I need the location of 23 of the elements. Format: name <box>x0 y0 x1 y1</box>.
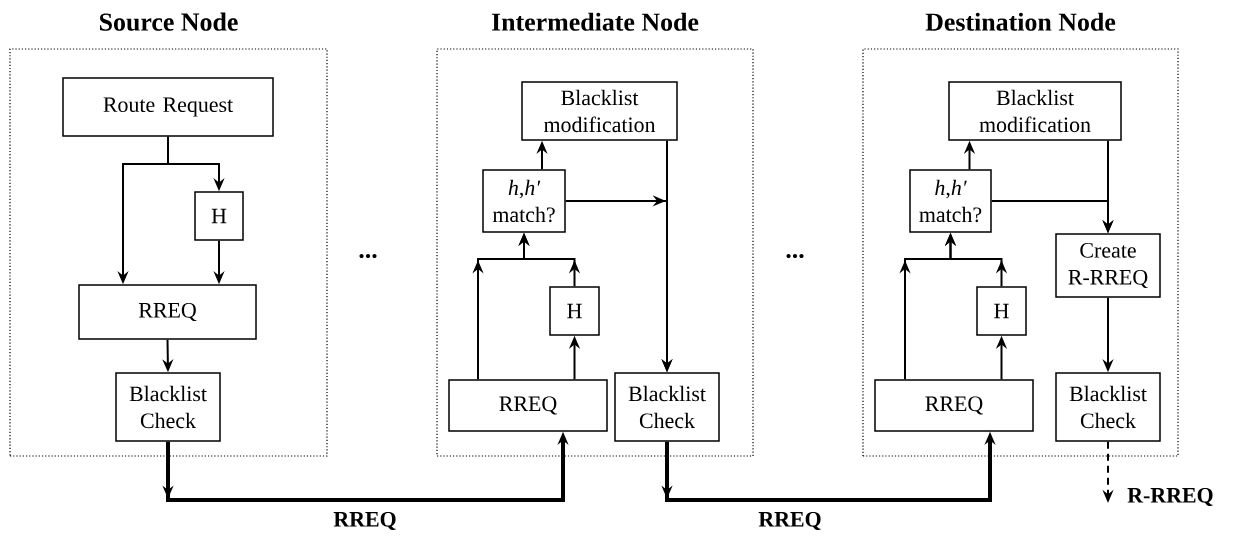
edge-label: RREQ <box>332 510 398 532</box>
edge-label: RREQ <box>757 510 823 532</box>
process-box: Blacklist Check <box>115 372 221 442</box>
node-label: Source Node <box>99 12 238 31</box>
process-box: h,h′ match? <box>909 169 992 233</box>
node-label: Destination Node <box>925 12 1116 31</box>
process-box: RREQ <box>448 379 608 432</box>
process-box: H <box>194 191 244 241</box>
ellipsis: ... <box>359 253 377 259</box>
process-box: Route Request <box>62 77 274 137</box>
process-box: RREQ <box>78 284 257 340</box>
process-box: H <box>976 286 1027 336</box>
process-box: Blacklist modification <box>948 81 1122 141</box>
process-box: RREQ <box>874 379 1034 432</box>
ellipsis: ... <box>786 253 804 259</box>
process-box: Blacklist Check <box>1055 372 1161 442</box>
process-box: Blacklist Check <box>614 372 720 442</box>
process-box: Blacklist modification <box>521 81 678 141</box>
process-box: Create R-RREQ <box>1055 233 1161 298</box>
process-box: H <box>549 286 600 336</box>
node-label: Intermediate Node <box>491 12 699 31</box>
edge-label: R-RREQ <box>1126 486 1215 508</box>
process-box: h,h′ match? <box>482 169 566 233</box>
